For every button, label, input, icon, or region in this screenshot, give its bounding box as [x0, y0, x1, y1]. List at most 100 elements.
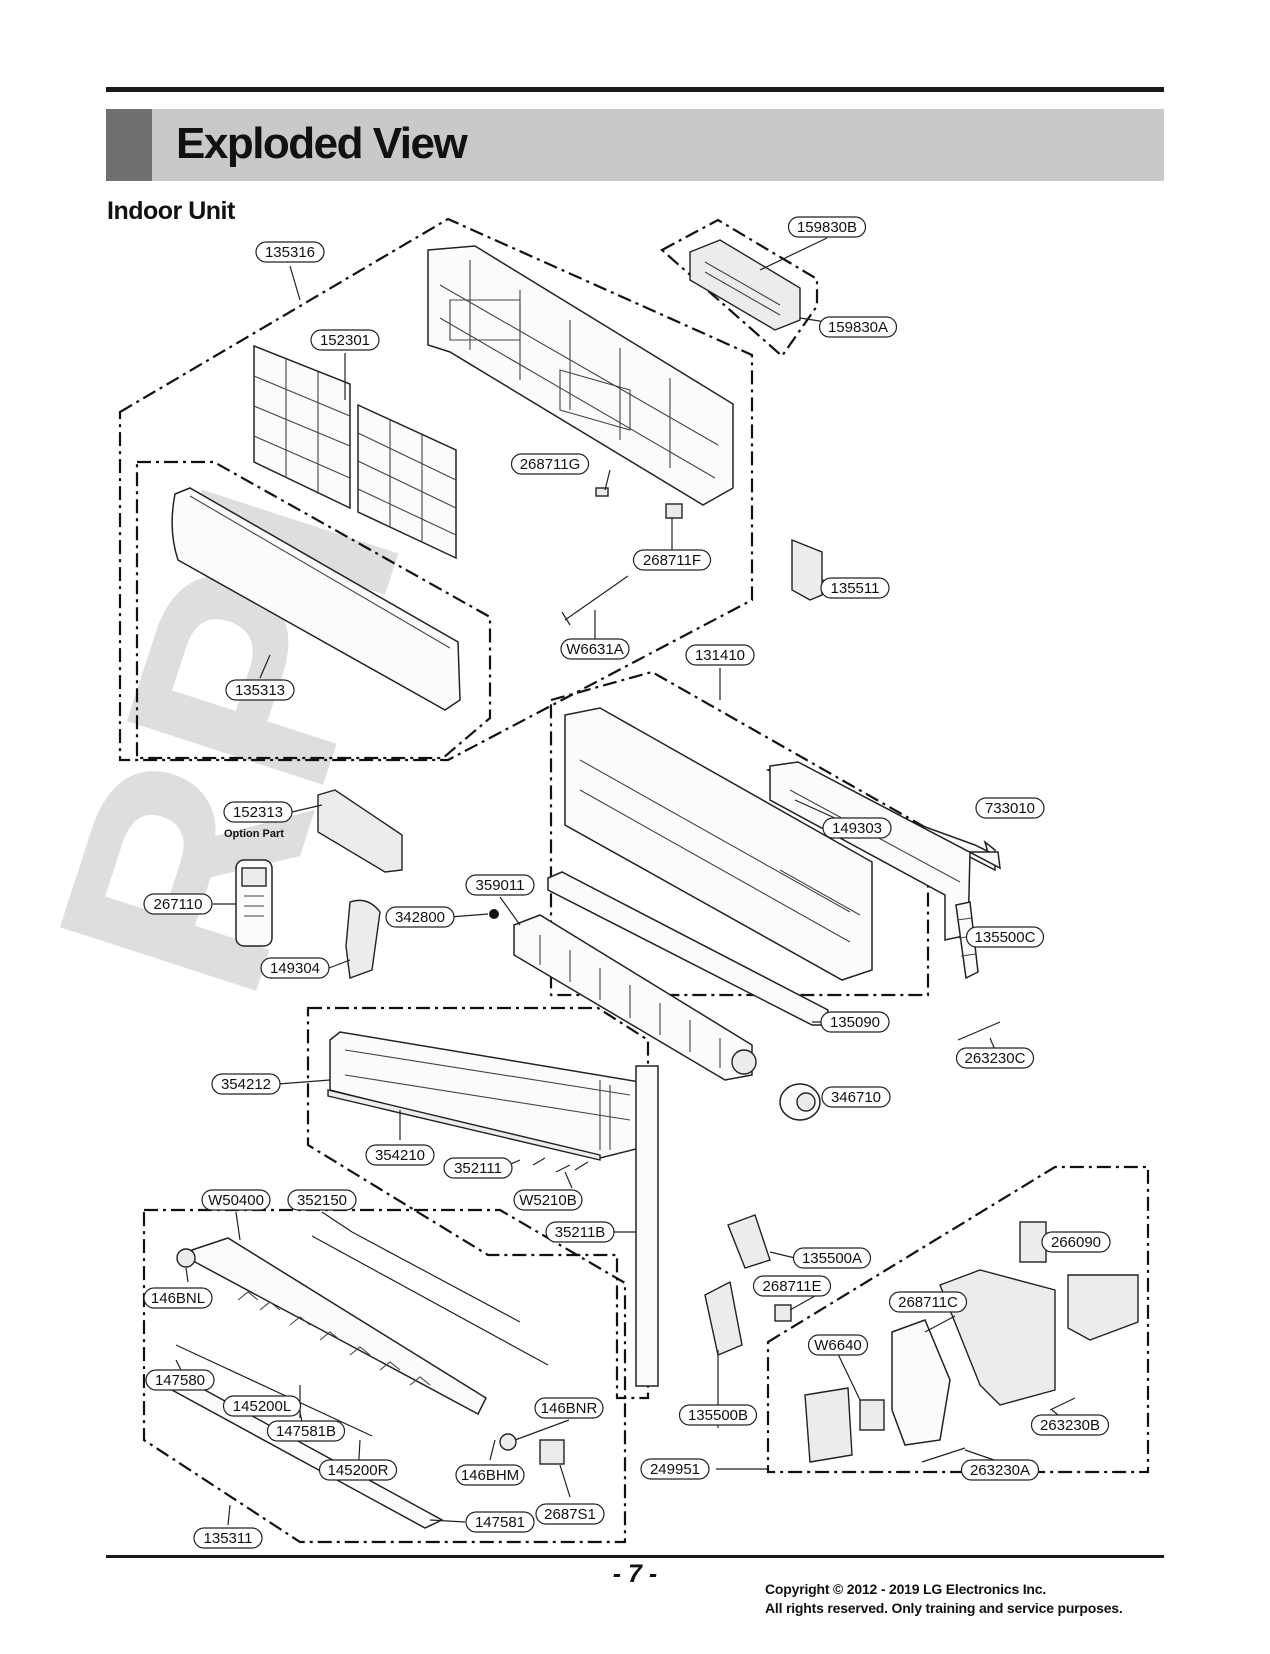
part-number-label: 135500B — [688, 1407, 748, 1424]
part-callout-bubble — [465, 1511, 535, 1533]
header-band — [106, 109, 1164, 181]
part-callout-W50400: W50400 — [201, 1189, 271, 1211]
part-number-label: 268711C — [898, 1294, 958, 1311]
top-rule — [106, 87, 1164, 92]
part-callout-135500A: 135500A — [792, 1247, 872, 1269]
part-number-label: 146BNR — [541, 1400, 598, 1417]
group-outline-front-panel — [118, 217, 754, 762]
group-outline-pcb — [766, 1165, 1150, 1474]
terminal-W6640 — [859, 1399, 885, 1431]
vane-147580 — [175, 1344, 373, 1437]
chassis-part — [564, 707, 873, 981]
plate-268711F — [665, 503, 683, 519]
part-number-label: 159830A — [828, 319, 888, 336]
cover-135500B — [704, 1280, 743, 1356]
part-number-label: 135316 — [265, 244, 315, 261]
part-callout-bubble — [822, 817, 892, 839]
part-callout-W6631A: W6631A — [560, 638, 630, 660]
copyright-notice: Copyright © 2012 - 2019 LG Electronics I… — [765, 1580, 1123, 1618]
part-callout-bubble — [510, 453, 590, 475]
section-subtitle: Indoor Unit — [107, 197, 235, 225]
part-number-label: 346710 — [831, 1089, 881, 1106]
part-number-label: 352150 — [297, 1192, 347, 1209]
part-callout-263230C: 263230C — [955, 1047, 1035, 1069]
part-callout-352111: 352111 — [443, 1157, 513, 1179]
fan-motor-part — [779, 1083, 821, 1121]
part-callout-159830A: 159830A — [818, 316, 898, 338]
part-callout-146BNR: 146BNR — [534, 1397, 604, 1419]
part-number-label: 135313 — [235, 682, 285, 699]
cable-352150 — [311, 1235, 549, 1366]
part-number-label: 149303 — [832, 820, 882, 837]
evaporator-part — [327, 1031, 641, 1161]
part-number-label: 159830B — [797, 219, 857, 236]
part-callout-bubble — [145, 1369, 215, 1391]
part-callout-bubble — [685, 644, 755, 666]
part-number-label: 145200R — [328, 1462, 389, 1479]
part-callout-152313: 152313 — [223, 801, 293, 823]
part-number-label: 147581 — [475, 1514, 525, 1531]
part-number-label: 268711E — [763, 1278, 822, 1295]
part-callout-bubble — [201, 1189, 271, 1211]
mounting-plate-part — [765, 761, 1001, 941]
ties-263230 — [921, 1397, 1076, 1463]
bushing-146BNL — [176, 1248, 196, 1268]
part-number-label: 146BHM — [461, 1467, 519, 1484]
part-callout-bubble — [455, 1464, 525, 1486]
sensor-W6631A — [561, 575, 629, 626]
part-number-label: W6640 — [814, 1337, 862, 1354]
part-callout-267110: 267110 — [143, 893, 213, 915]
part-callout-bubble — [266, 1420, 346, 1442]
part-callout-W6640: W6640 — [807, 1334, 869, 1356]
header-accent — [106, 109, 152, 181]
part-callout-bubble — [955, 1047, 1035, 1069]
part-callout-354210: 354210 — [365, 1144, 435, 1166]
part-callout-bubble — [513, 1189, 583, 1211]
part-callout-bubble — [143, 1287, 213, 1309]
part-callout-268711G: 268711G — [510, 453, 590, 475]
part-callout-bubble — [975, 797, 1045, 819]
part-callout-249951: 249951 — [640, 1458, 710, 1480]
part-number-label: W5210B — [519, 1192, 577, 1209]
part-number-label: 267110 — [154, 896, 203, 913]
part-callout-352150: 352150 — [287, 1189, 357, 1211]
part-callout-135500C: 135500C — [965, 926, 1045, 948]
part-callout-bubble — [310, 329, 380, 351]
part-callout-bubble — [752, 1275, 832, 1297]
part-number-label: 131410 — [695, 647, 745, 664]
part-callout-bubble — [535, 1503, 605, 1525]
part-callout-342800: 342800 — [385, 906, 455, 928]
part-callout-bubble — [821, 1086, 891, 1108]
part-number-label: 135500C — [975, 929, 1036, 946]
part-number-label: 152313 — [233, 804, 283, 821]
part-callout-bubble — [260, 957, 330, 979]
part-callout-159830B: 159830B — [787, 216, 867, 238]
clips-352111 — [532, 1157, 589, 1173]
part-callout-bubble — [820, 577, 890, 599]
part-number-label: 352111 — [454, 1160, 502, 1177]
part-number-label: 147580 — [155, 1372, 205, 1389]
transformer-266090 — [1019, 1221, 1047, 1263]
part-callout-2687S1: 2687S1 — [535, 1503, 605, 1525]
part-callout-149303: 149303 — [822, 817, 892, 839]
part-number-label: 263230C — [965, 1050, 1026, 1067]
part-callout-bubble — [385, 906, 455, 928]
part-callout-bubble — [223, 801, 293, 823]
group-outline-evaporator — [306, 1006, 650, 1400]
part-callout-149304: 149304 — [260, 957, 330, 979]
part-callout-bubble — [318, 1459, 398, 1481]
part-callout-152301: 152301 — [310, 329, 380, 351]
part-callout-263230B: 263230B — [1030, 1414, 1110, 1436]
option-part-note: Option Part — [224, 828, 284, 840]
part-number-label: 145200L — [233, 1398, 291, 1415]
part-number-label: 2687S1 — [544, 1506, 596, 1523]
bushing-146BNR — [499, 1433, 517, 1451]
group-outline-grille — [135, 460, 492, 760]
part-number-label: 263230B — [1040, 1417, 1100, 1434]
bearing-holder-part — [345, 899, 381, 979]
part-number-label: 342800 — [395, 909, 445, 926]
terminal-cover-part — [804, 1387, 853, 1463]
part-callout-bubble — [960, 1459, 1040, 1481]
part-callout-bubble — [534, 1397, 604, 1419]
